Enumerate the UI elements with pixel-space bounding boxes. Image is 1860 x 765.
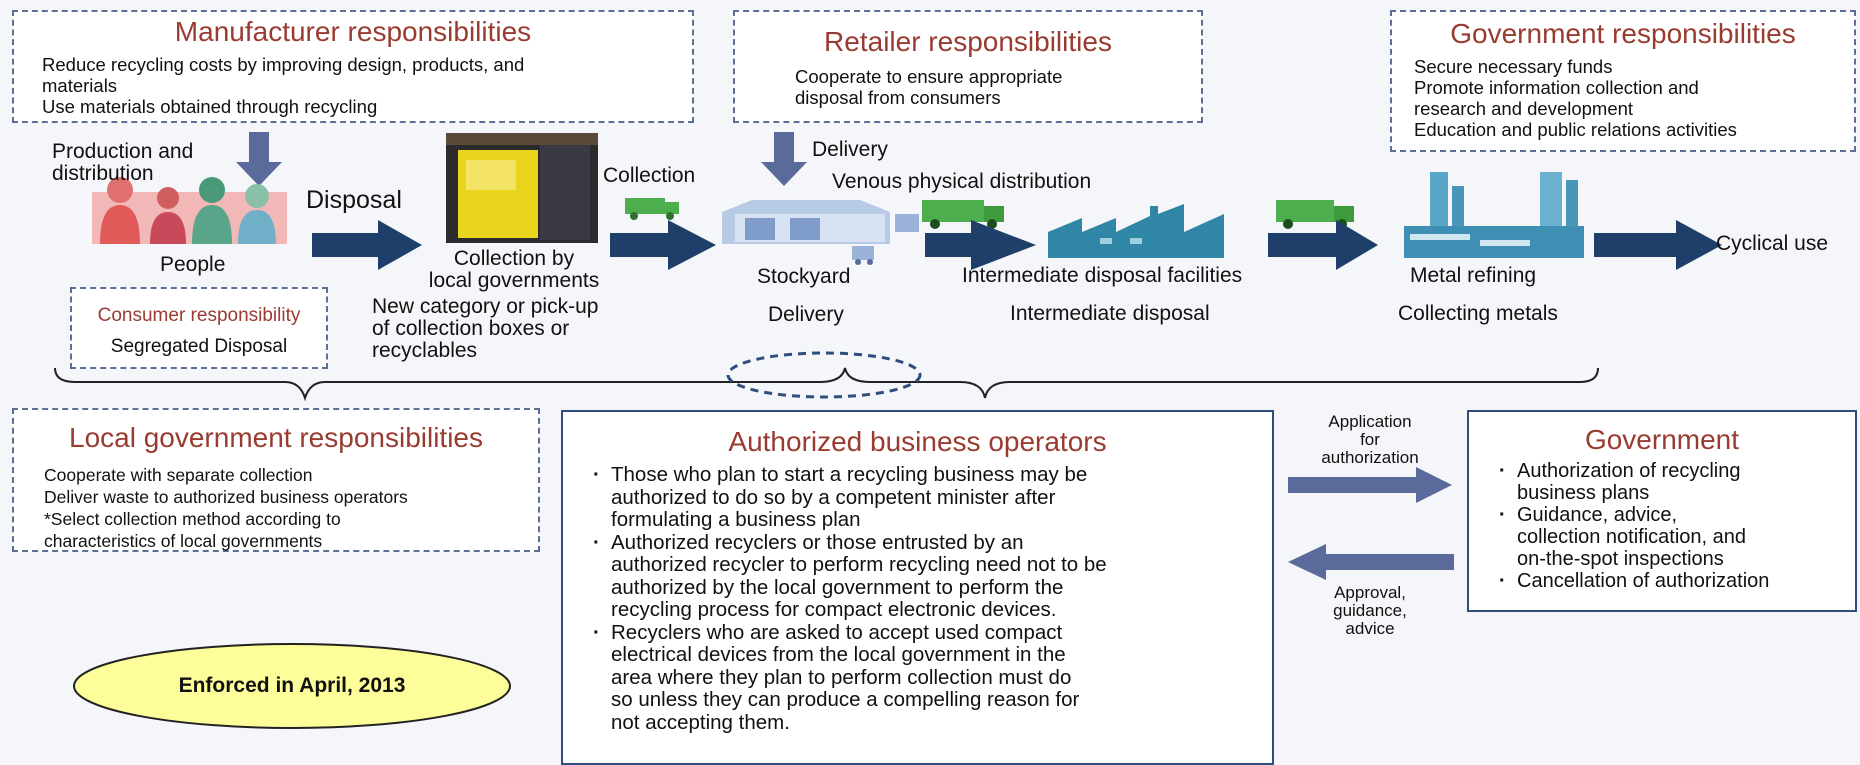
collection-label: Collection	[603, 164, 696, 187]
flow-arrow-icon	[1268, 220, 1378, 270]
delivery-top-label: Delivery	[812, 138, 888, 161]
enforced-label: Enforced in April, 2013	[178, 674, 406, 697]
highlight-ellipse	[726, 351, 922, 399]
government-responsibilities-box: Government responsibilities Secure neces…	[1390, 10, 1856, 152]
enforced-ellipse	[73, 643, 511, 729]
factory-icon	[1048, 204, 1224, 258]
brace-shape	[54, 367, 1599, 402]
new-category-label: recyclables	[372, 339, 478, 362]
flow-arrow-icon	[1594, 220, 1722, 270]
government-resp-line: Secure necessary funds	[1414, 56, 1613, 77]
manufacturer-line: materials	[42, 75, 118, 96]
consumer-box: Consumer responsibility Segregated Dispo…	[70, 287, 328, 369]
warehouse-icon	[722, 200, 919, 265]
authorized-operators-box: Authorized business operators Those who …	[561, 410, 1274, 765]
local-government-title: Local government responsibilities	[69, 422, 483, 453]
authorized-title: Authorized business operators	[728, 426, 1107, 457]
local-gov-line: *Select collection method according to	[44, 509, 341, 529]
disposal-label: Disposal	[306, 186, 402, 214]
local-gov-line: Deliver waste to authorized business ope…	[44, 487, 408, 507]
approval-label: Approval,	[1334, 583, 1406, 602]
authorized-bullet: Recyclers who are asked to accept used c…	[593, 621, 1107, 735]
delivery-bottom-label: Delivery	[768, 303, 844, 326]
government-bullet: Guidance, advice, collection notificatio…	[1499, 504, 1769, 570]
government-title: Government	[1584, 424, 1740, 455]
government-bullet: Authorization of recycling business plan…	[1499, 460, 1769, 504]
people-icon	[92, 177, 287, 244]
truck-icon	[922, 200, 1004, 229]
left-arrow-icon	[1288, 544, 1454, 580]
production-label: Production and	[52, 140, 194, 163]
manufacturer-line: Reduce recycling costs by improving desi…	[42, 54, 525, 75]
approval-label: guidance,	[1333, 601, 1407, 620]
local-government-box: Local government responsibilities Cooper…	[12, 408, 540, 552]
venous-label: Venous physical distribution	[832, 170, 1092, 193]
government-responsibilities-title: Government responsibilities	[1450, 18, 1796, 49]
local-gov-line: characteristics of local governments	[44, 531, 323, 551]
people-label: People	[160, 253, 226, 276]
authorized-bullet: Those who plan to start a recycling busi…	[593, 463, 1107, 532]
stockyard-label: Stockyard	[757, 265, 851, 288]
truck-icon	[1276, 200, 1354, 229]
local-gov-line: Cooperate with separate collection	[44, 465, 313, 485]
government-bullet: Cancellation of authorization	[1499, 570, 1769, 592]
retailer-line: disposal from consumers	[795, 87, 1001, 108]
new-category-label: New category or pick-up	[372, 295, 599, 318]
production-label: distribution	[52, 162, 154, 185]
application-label: Application	[1328, 412, 1412, 431]
government-box: Government Authorization of recycling bu…	[1467, 410, 1857, 612]
government-resp-line: Promote information collection and	[1414, 77, 1699, 98]
manufacturer-line: Use materials obtained through recycling	[42, 96, 378, 117]
government-resp-line: research and development	[1414, 98, 1634, 119]
collection-local-label: Collection by	[453, 247, 575, 270]
approval-label: advice	[1345, 619, 1395, 638]
collecting-metals-label: Collecting metals	[1398, 302, 1558, 325]
refinery-icon	[1404, 172, 1584, 258]
collection-local-label: local governments	[428, 269, 600, 292]
flow-arrow-icon	[925, 220, 1036, 270]
retailer-box: Retailer responsibilities Cooperate to e…	[733, 10, 1203, 123]
flow-arrow-icon	[610, 220, 716, 270]
down-arrow-icon	[236, 132, 282, 186]
cyclical-label: Cyclical use	[1716, 232, 1829, 255]
authorized-bullet: Authorized recyclers or those entrusted …	[593, 531, 1107, 622]
manufacturer-box: Manufacturer responsibilities Reduce rec…	[12, 10, 694, 123]
application-label: for	[1360, 430, 1380, 449]
intermediate-facilities-label: Intermediate disposal facilities	[962, 264, 1243, 287]
flow-arrow-icon	[312, 220, 422, 270]
retailer-title: Retailer responsibilities	[824, 26, 1112, 57]
manufacturer-title: Manufacturer responsibilities	[174, 16, 532, 47]
government-resp-line: Education and public relations activitie…	[1414, 119, 1737, 140]
down-arrow-icon	[761, 132, 807, 186]
intermediate-disposal-label: Intermediate disposal	[1010, 302, 1210, 325]
metal-refining-label: Metal refining	[1410, 264, 1537, 287]
truck-icon	[625, 198, 679, 220]
retailer-line: Cooperate to ensure appropriate	[795, 66, 1063, 87]
new-category-label: of collection boxes or	[372, 317, 570, 340]
application-label: authorization	[1321, 448, 1419, 467]
consumer-body: Segregated Disposal	[110, 336, 288, 357]
collection-box-photo-icon	[446, 133, 598, 243]
right-arrow-icon	[1288, 467, 1452, 503]
consumer-title: Consumer responsibility	[97, 305, 301, 326]
